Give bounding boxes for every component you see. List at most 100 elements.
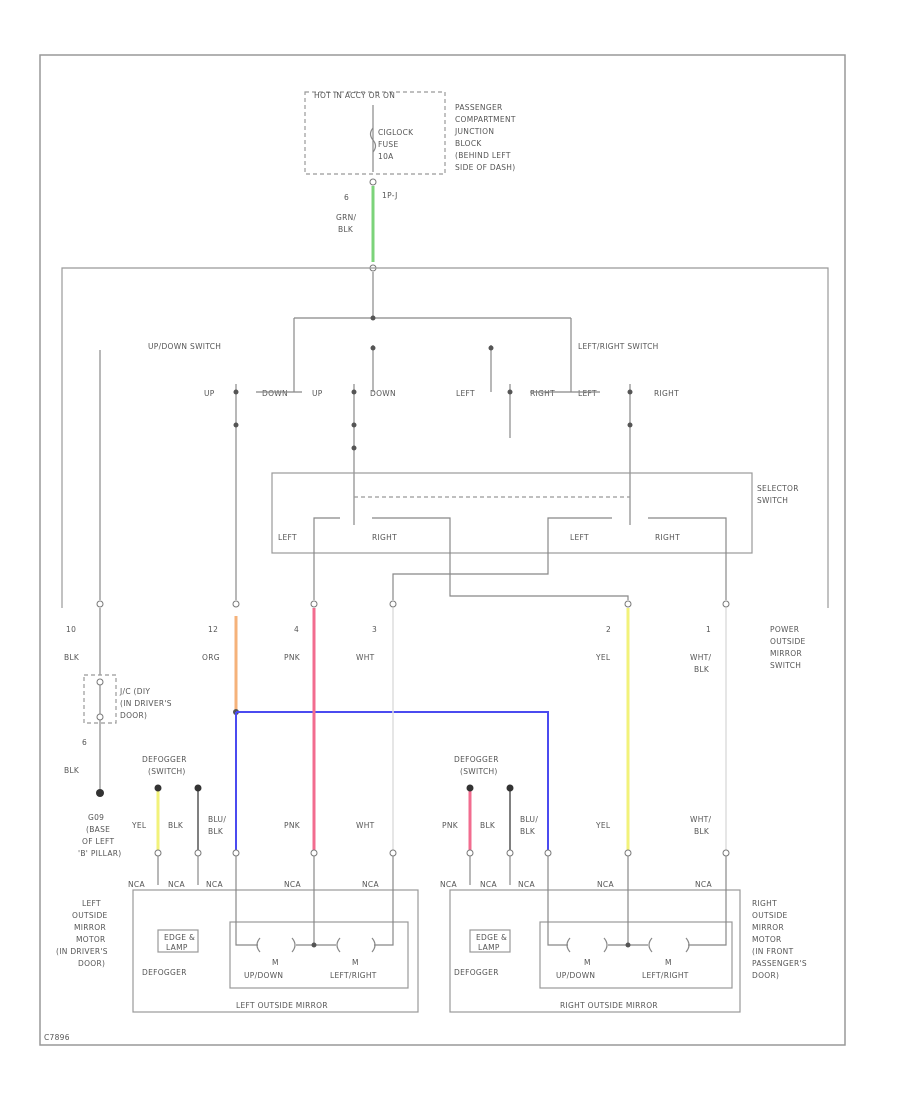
right-blublk-label-2: BLK (520, 827, 536, 836)
pcjb-label-1: PASSENGER (455, 103, 503, 112)
splice-dot (351, 445, 357, 451)
left-updown-label: UP/DOWN (244, 971, 283, 980)
splice-dot (625, 942, 631, 948)
junction-block-box (304, 91, 446, 175)
pin-10-label: 10 (66, 625, 76, 634)
right-mirror-label-7: DOOR) (752, 971, 779, 980)
wire-whtblk-label-1: WHT/ (690, 653, 712, 662)
connector-pin (96, 713, 104, 721)
right-mirror-label-3: MIRROR (752, 923, 784, 932)
connector-pin (369, 178, 377, 186)
splice-dot (370, 345, 376, 351)
selector-wire (372, 517, 629, 600)
right-mirror-label-4: MOTOR (752, 935, 782, 944)
left-blublk-label-1: BLU/ (208, 815, 226, 824)
left-mirror-label-1: LEFT (82, 899, 101, 908)
connector-pin (96, 600, 104, 608)
right-heater-label-2: LAMP (478, 943, 500, 952)
right-mirror-label-2: OUTSIDE (752, 911, 788, 920)
right-yel-label: YEL (595, 821, 611, 830)
nca-label: NCA (440, 880, 457, 889)
left-defogger-switch-label: (SWITCH) (148, 767, 186, 776)
right2-label: RIGHT (654, 389, 679, 398)
motor-m-label: M (665, 958, 672, 967)
top-connector-label: 1P-J (382, 191, 398, 200)
power-switch-label-2: OUTSIDE (770, 637, 806, 646)
left-mirror-label-6: DOOR) (78, 959, 105, 968)
power-switch-label-4: SWITCH (770, 661, 801, 670)
selector-label-2: SWITCH (757, 496, 788, 505)
fuse-label: FUSE (378, 140, 399, 149)
pin-4-label: 4 (294, 625, 299, 634)
pin-2-label: 2 (606, 625, 611, 634)
selector-switch-box (271, 472, 753, 554)
sel-left-label: LEFT (278, 533, 297, 542)
left-blk-label: BLK (168, 821, 184, 830)
right-mirror-label-1: RIGHT (752, 899, 777, 908)
power-switch-label-3: MIRROR (770, 649, 802, 658)
nca-label: NCA (128, 880, 145, 889)
right-mirror-label-6: PASSENGER'S (752, 959, 807, 968)
right-heater-element (469, 929, 511, 953)
jc-label-2: (IN DRIVER'S (120, 699, 172, 708)
connector-pin (232, 849, 240, 857)
wire-pnk-label: PNK (284, 653, 301, 662)
right-whtblk-label-1: WHT/ (690, 815, 712, 824)
updown-motor-icon (566, 937, 608, 953)
connector-pin (722, 849, 730, 857)
left-wht-label: WHT (356, 821, 375, 830)
nca-label: NCA (597, 880, 614, 889)
up-label: UP (204, 389, 215, 398)
connector-pin (624, 849, 632, 857)
splice-dot (351, 389, 357, 395)
connector-pin (310, 600, 318, 608)
connector-pin (466, 849, 474, 857)
right-mirror-label-5: (IN FRONT (752, 947, 794, 956)
left-label: LEFT (456, 389, 475, 398)
right-mirror-box (449, 889, 741, 1013)
right-whtblk-label-2: BLK (694, 827, 710, 836)
splice-dot (370, 315, 376, 321)
pcjb-label-3: JUNCTION (454, 127, 494, 136)
sel-right2-label: RIGHT (655, 533, 680, 542)
motor-m-label: M (272, 958, 279, 967)
splice-dot (627, 389, 633, 395)
figure-code: C7896 (44, 1033, 70, 1042)
nca-label: NCA (168, 880, 185, 889)
left-heater-label-1: EDGE & (164, 933, 195, 942)
connector-pin (389, 849, 397, 857)
selector-wire (392, 517, 612, 600)
leftright-motor-icon (336, 937, 376, 953)
right-label: RIGHT (530, 389, 555, 398)
left-pnk-label: PNK (284, 821, 301, 830)
pin-3-label: 3 (372, 625, 377, 634)
ground-symbol-icon (96, 789, 104, 797)
ground-wire-color-label: BLK (64, 766, 80, 775)
selector-wire (648, 517, 727, 600)
sel-right-label: RIGHT (372, 533, 397, 542)
splice-dot (233, 389, 239, 395)
nca-label: NCA (362, 880, 379, 889)
left-mirror-label-3: MIRROR (74, 923, 106, 932)
wire-blk-label: BLK (64, 653, 80, 662)
left-blublk-label-2: BLK (208, 827, 224, 836)
updown-switch-label: UP/DOWN SWITCH (148, 342, 221, 351)
left-defogger-element-label: DEFOGGER (142, 968, 187, 977)
left-leftright-label: LEFT/RIGHT (330, 971, 377, 980)
connector-icon (506, 784, 514, 792)
connector-pin (310, 849, 318, 857)
ground-label-3: OF LEFT (82, 837, 115, 846)
left-heater-element (157, 929, 199, 953)
right-defogger-label: DEFOGGER (454, 755, 499, 764)
pin-12-label: 12 (208, 625, 218, 634)
connector-pin (544, 849, 552, 857)
nca-label: NCA (695, 880, 712, 889)
selector-label-1: SELECTOR (757, 484, 799, 493)
ground-pin-label: 6 (82, 738, 87, 747)
wire-org-label: ORG (202, 653, 220, 662)
pcjb-label-5: (BEHIND LEFT (455, 151, 511, 160)
right-pnk-label: PNK (442, 821, 459, 830)
connector-pin (389, 600, 397, 608)
hot-label: HOT IN ACCY OR ON (314, 91, 395, 100)
